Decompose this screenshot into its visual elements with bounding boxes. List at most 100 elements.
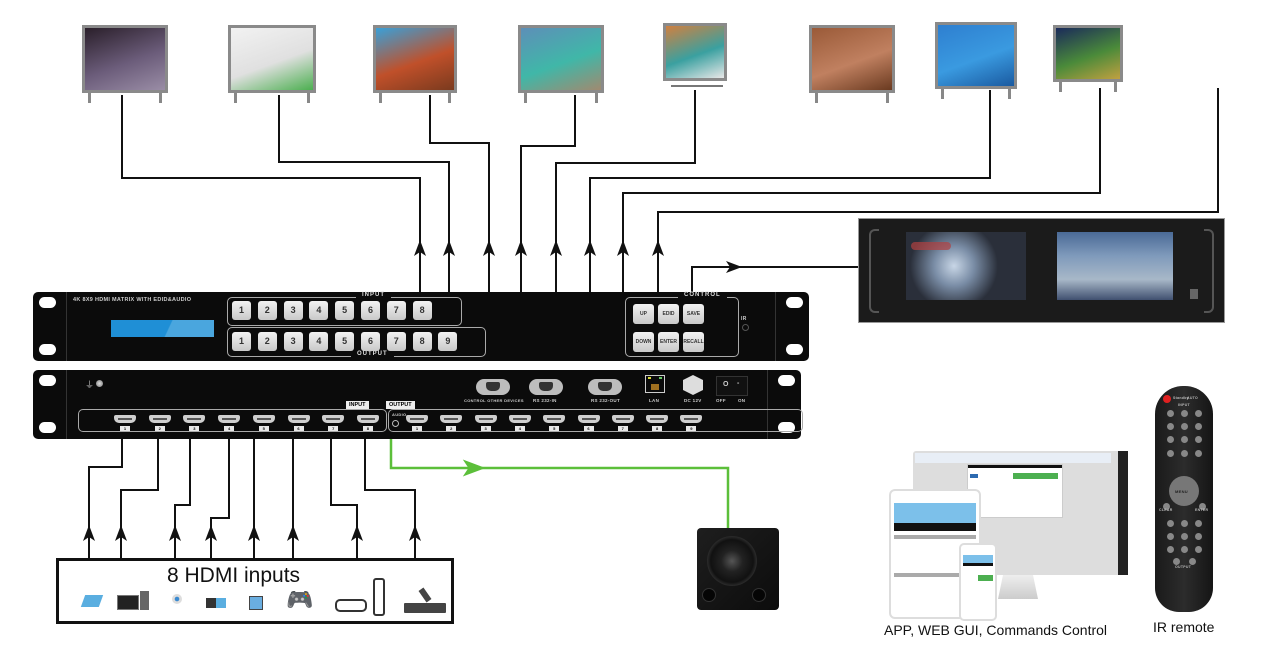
rs232-out-port[interactable] xyxy=(588,379,622,395)
hdmi-input-port-8[interactable] xyxy=(356,415,379,423)
hdmi-input-port-2[interactable] xyxy=(148,415,171,423)
hdmi-input-port-number: 1 xyxy=(120,426,130,431)
signal-arrow-up xyxy=(617,240,629,256)
hdmi-input-port-6[interactable] xyxy=(287,415,310,423)
blu-ray-player-icon xyxy=(206,598,226,608)
tv-leg xyxy=(88,93,91,103)
control-button-enter[interactable]: ENTER xyxy=(658,332,679,352)
control-button-up[interactable]: UP xyxy=(633,304,654,324)
hdmi-output-port-6[interactable] xyxy=(577,415,600,423)
output-button-3[interactable]: 3 xyxy=(283,332,303,351)
output-button-8[interactable]: 8 xyxy=(412,332,432,351)
tv-stand xyxy=(671,85,723,87)
input-button-3[interactable]: 3 xyxy=(283,301,303,320)
signal-arrow-up xyxy=(205,525,217,541)
input-button-8[interactable]: 8 xyxy=(412,301,432,320)
hdmi-output-port-8[interactable] xyxy=(646,415,669,423)
remote-key xyxy=(1163,503,1170,510)
input-group-label: INPUT xyxy=(356,292,391,298)
hdmi-output-port-1[interactable] xyxy=(406,415,428,423)
rack-ear-hole xyxy=(786,297,803,308)
remote-key xyxy=(1199,503,1206,510)
input-button-5[interactable]: 5 xyxy=(335,301,355,320)
rs232-in-label: RS 232-IN xyxy=(533,398,557,403)
remote-key xyxy=(1195,546,1202,553)
output-button-6[interactable]: 6 xyxy=(361,332,380,351)
hdmi-input-port-number: 4 xyxy=(224,426,235,431)
hdmi-input-port-7[interactable] xyxy=(322,415,345,423)
input-button-1[interactable]: 1 xyxy=(232,301,251,320)
signal-arrow-up xyxy=(443,240,455,256)
subwoofer xyxy=(697,528,779,610)
ir-label: IR xyxy=(741,316,747,322)
control-button-down[interactable]: DOWN xyxy=(633,332,654,352)
remote-key xyxy=(1181,450,1188,457)
tv-leg xyxy=(159,93,162,103)
audio-cable-to-subwoofer xyxy=(389,439,730,528)
hdmi-output-cable-1 xyxy=(121,95,421,292)
hdmi-output-port-number: 4 xyxy=(514,426,525,431)
tv-leg xyxy=(1008,89,1011,99)
video-camera-icon xyxy=(249,596,263,610)
tv-leg xyxy=(815,93,818,103)
ir-remote: Standby AUTO INPUT MENU CLEAR ENTER OUTP… xyxy=(1155,386,1213,612)
hdmi-output-port-5[interactable] xyxy=(543,415,566,423)
control-button-save[interactable]: SAVE xyxy=(683,304,704,324)
control-button-recall[interactable]: RECALL xyxy=(683,332,704,352)
remote-key xyxy=(1195,436,1202,443)
input-button-4[interactable]: 4 xyxy=(309,301,329,320)
audio-jack-icon[interactable] xyxy=(392,420,399,427)
signal-arrow-up xyxy=(115,525,127,541)
signal-arrow-up xyxy=(248,525,260,541)
tv-display-6 xyxy=(809,25,895,93)
hdmi-input-port-3[interactable] xyxy=(183,415,206,423)
media-box-icon xyxy=(335,599,367,612)
matrix-front-panel: 4K 8X9 HDMI MATRIX WITH EDID&AUDIO INPUT… xyxy=(33,292,809,361)
hdmi-input-port-5[interactable] xyxy=(252,415,275,423)
output-button-4[interactable]: 4 xyxy=(309,332,329,351)
tv-leg xyxy=(234,93,237,103)
tv-display-7 xyxy=(935,22,1017,89)
power-switch[interactable]: O - xyxy=(716,376,748,396)
tv-leg xyxy=(1059,82,1062,92)
hdmi-input-cable-4 xyxy=(210,439,230,558)
remote-key xyxy=(1167,520,1174,527)
control-other-devices-port[interactable] xyxy=(476,379,510,395)
hdmi-input-port-1[interactable] xyxy=(114,415,136,423)
hdmi-output-port-2[interactable] xyxy=(440,415,463,423)
output-button-5[interactable]: 5 xyxy=(335,332,355,351)
rs232-out-label: RS 232-OUT xyxy=(591,398,621,403)
tv-display-1 xyxy=(82,25,168,93)
tv-leg xyxy=(379,93,382,103)
output-button-2[interactable]: 2 xyxy=(257,332,277,351)
lan-port[interactable] xyxy=(645,375,665,393)
monitor-power-switch xyxy=(1190,289,1198,299)
tv-leg xyxy=(595,93,598,103)
set-top-box-remote-icon xyxy=(418,587,432,603)
model-label: 4K 8X9 HDMI MATRIX WITH EDID&AUDIO xyxy=(73,297,192,303)
input-button-7[interactable]: 7 xyxy=(386,301,406,320)
output-button-7[interactable]: 7 xyxy=(386,332,406,351)
control-button-edid[interactable]: EDID xyxy=(658,304,679,324)
monitor-screen-left xyxy=(906,232,1026,300)
hdmi-output-port-4[interactable] xyxy=(508,415,531,423)
ir-sensor-icon xyxy=(742,324,749,331)
output-button-1[interactable]: 1 xyxy=(232,332,251,351)
ir-remote-caption: IR remote xyxy=(1153,619,1215,635)
hdmi-input-port-4[interactable] xyxy=(218,415,241,423)
dc-power-jack[interactable] xyxy=(683,375,703,395)
input-button-2[interactable]: 2 xyxy=(257,301,277,320)
signal-arrow-up xyxy=(83,525,95,541)
output-button-9[interactable]: 9 xyxy=(438,332,458,351)
rs232-in-port[interactable] xyxy=(529,379,563,395)
remote-key xyxy=(1195,410,1202,417)
hdmi-output-port-9[interactable] xyxy=(680,415,703,423)
signal-arrow-up xyxy=(351,525,363,541)
ground-screw-icon xyxy=(96,380,103,387)
input-button-6[interactable]: 6 xyxy=(361,301,380,320)
hdmi-output-port-3[interactable] xyxy=(474,415,497,423)
input-button-group xyxy=(227,297,462,326)
remote-key xyxy=(1195,520,1202,527)
hdmi-output-port-7[interactable] xyxy=(611,415,634,423)
hdmi-output-cable-2 xyxy=(278,95,450,292)
